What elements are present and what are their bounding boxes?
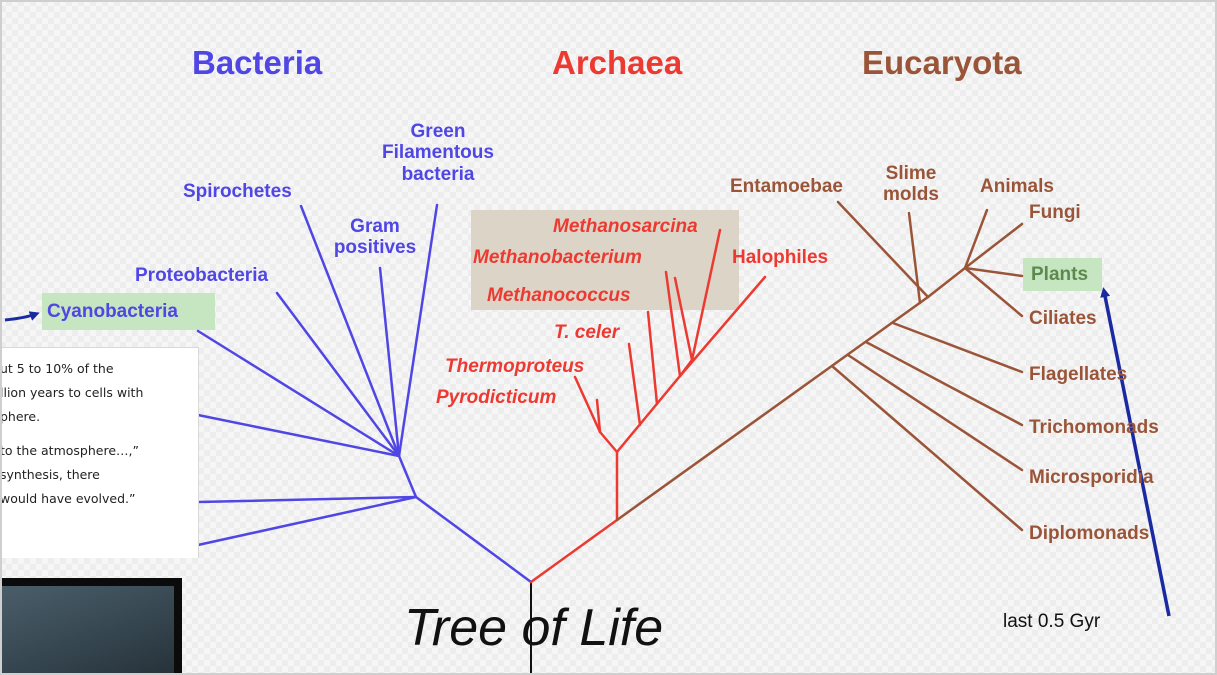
label-methanococcus: Methanococcus <box>487 285 631 306</box>
cyanobacteria-arrow <box>5 314 36 320</box>
label-spirochetes: Spirochetes <box>183 181 292 202</box>
quote-line: llion years to cells with <box>0 385 143 400</box>
label-pyrodicticum: Pyrodicticum <box>436 387 556 408</box>
label-line: Slime <box>872 163 950 184</box>
label-line: Green <box>363 121 513 142</box>
quote-line: phere. <box>0 409 40 424</box>
slide-title: Tree of Life <box>404 598 663 658</box>
label-methanobacterium: Methanobacterium <box>473 247 642 268</box>
label-thermoproteus: Thermoproteus <box>445 356 584 377</box>
label-line: positives <box>320 237 430 258</box>
domain-eucaryota-label: Eucaryota <box>862 45 1022 82</box>
plants-arrow <box>1104 291 1169 616</box>
label-cyanobacteria: Cyanobacteria <box>47 301 178 322</box>
label-slime-molds: Slime molds <box>872 163 950 206</box>
label-t-celer: T. celer <box>554 322 619 343</box>
quote-line: synthesis, there <box>0 467 100 482</box>
plants-time-note: last 0.5 Gyr <box>1003 611 1100 633</box>
label-animals: Animals <box>980 176 1054 197</box>
photo-thumbnail <box>0 578 182 675</box>
label-line: Gram <box>320 216 430 237</box>
quote-line: ut 5 to 10% of the <box>0 361 114 376</box>
label-ciliates: Ciliates <box>1029 308 1097 329</box>
quote-line: to the atmosphere…,” <box>0 443 139 458</box>
domain-archaea-label: Archaea <box>552 45 682 82</box>
domain-bacteria-label: Bacteria <box>192 45 322 82</box>
photo-image <box>0 586 174 675</box>
quote-excerpt-box: ut 5 to 10% of the llion years to cells … <box>0 347 199 558</box>
label-fungi: Fungi <box>1029 202 1081 223</box>
label-gram-positives: Gram positives <box>320 216 430 259</box>
label-diplomonads: Diplomonads <box>1029 523 1149 544</box>
label-plants: Plants <box>1031 264 1088 285</box>
quote-line: would have evolved.” <box>0 491 136 506</box>
label-proteobacteria: Proteobacteria <box>135 265 268 286</box>
label-line: molds <box>872 184 950 205</box>
label-entamoebae: Entamoebae <box>730 176 843 197</box>
archaea-branches <box>531 230 765 582</box>
label-microsporidia: Microsporidia <box>1029 467 1154 488</box>
label-flagellates: Flagellates <box>1029 364 1127 385</box>
label-trichomonads: Trichomonads <box>1029 417 1159 438</box>
label-line: Filamentous <box>363 142 513 163</box>
label-methanosarcina: Methanosarcina <box>553 216 698 237</box>
label-green-filamentous-bacteria: Green Filamentous bacteria <box>363 121 513 185</box>
label-line: bacteria <box>363 164 513 185</box>
label-halophiles: Halophiles <box>732 247 828 268</box>
